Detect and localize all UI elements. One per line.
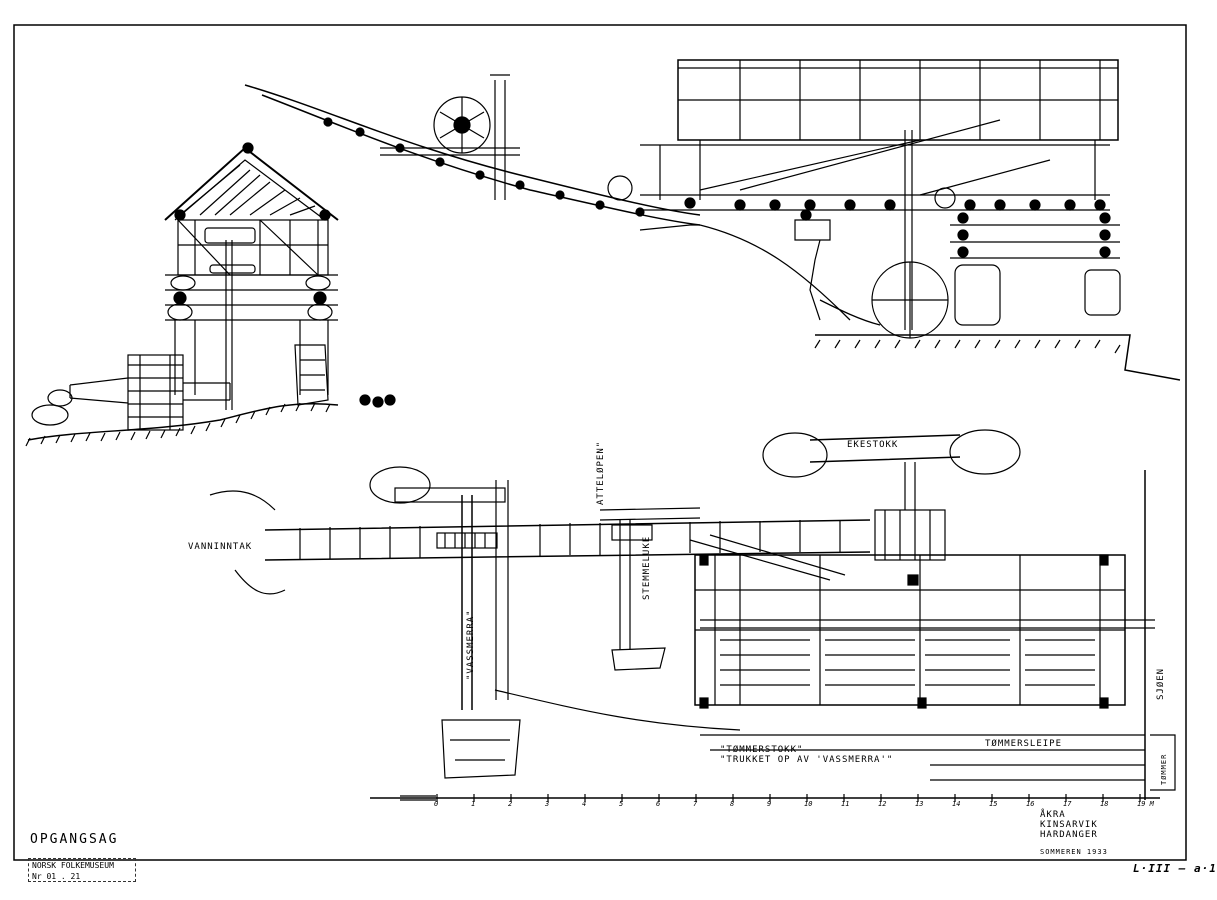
- label-ekestokk: EKESTOKK: [847, 440, 899, 450]
- sheet-border: [13, 24, 1187, 861]
- label-stemmeluke: STEMMELUKE: [642, 535, 652, 600]
- mill-house-elevation: [25, 142, 396, 447]
- catalog-number: L·III — a·1: [1133, 862, 1217, 875]
- scale-tick-label: 19 M: [1137, 800, 1154, 808]
- scale-bar: [370, 794, 1160, 802]
- museum-stamp-name: NORSK FOLKEMUSEUM: [32, 861, 114, 870]
- label-vanninntak: VANNINNTAK: [188, 542, 253, 552]
- location-line-3: HARDANGER: [1040, 830, 1098, 840]
- scale-tick-label: 11: [841, 800, 850, 808]
- scale-tick-label: 16: [1026, 800, 1035, 808]
- scale-tick-label: 10: [804, 800, 813, 808]
- label-tommer: TØMMER: [1160, 753, 1168, 785]
- museum-stamp: NORSK FOLKEMUSEUM Nr 01 . 21: [28, 858, 136, 882]
- scale-tick-label: 9: [767, 800, 772, 808]
- label-tommersleipe: TØMMERSLEIPE: [985, 739, 1063, 749]
- scale-tick-label: 15: [989, 800, 998, 808]
- scale-tick-label: 2: [508, 800, 513, 808]
- label-trukket-op: "TRUKKET OP AV 'VASSMERRA'": [720, 755, 894, 765]
- scale-tick-label: 3: [545, 800, 550, 808]
- scale-tick-label: 7: [693, 800, 698, 808]
- drawing-title: OPGANGSAG: [30, 832, 119, 847]
- sawmill-plan-view: [209, 429, 1176, 800]
- location-line-1: ÅKRA: [1040, 810, 1066, 820]
- location-block: ÅKRA KINSARVIK HARDANGER SOMMEREN 1933: [1040, 810, 1108, 857]
- scale-tick-label: 0: [434, 800, 439, 808]
- scale-tick-label: 17: [1063, 800, 1072, 808]
- scale-tick-label: 14: [952, 800, 961, 808]
- label-tommerstokk: "TØMMERSTOKK": [720, 745, 804, 755]
- label-attelopen: ATTELØPEN": [596, 440, 606, 505]
- scale-tick-label: 4: [582, 800, 587, 808]
- sawmill-side-elevation: [244, 59, 1181, 381]
- scale-tick-label: 12: [878, 800, 887, 808]
- scale-tick-label: 5: [619, 800, 624, 808]
- location-line-2: KINSARVIK: [1040, 820, 1098, 830]
- scale-tick-label: 18: [1100, 800, 1109, 808]
- scale-tick-label: 6: [656, 800, 661, 808]
- label-vassmerra: "VASSMERRA": [466, 609, 476, 680]
- scale-tick-label: 8: [730, 800, 735, 808]
- label-sjoen: SJØEN: [1156, 667, 1166, 700]
- scale-tick-label: 1: [471, 800, 476, 808]
- museum-stamp-number: Nr 01 . 21: [32, 872, 81, 881]
- scale-tick-label: 13: [915, 800, 924, 808]
- location-date: SOMMEREN 1933: [1040, 848, 1108, 856]
